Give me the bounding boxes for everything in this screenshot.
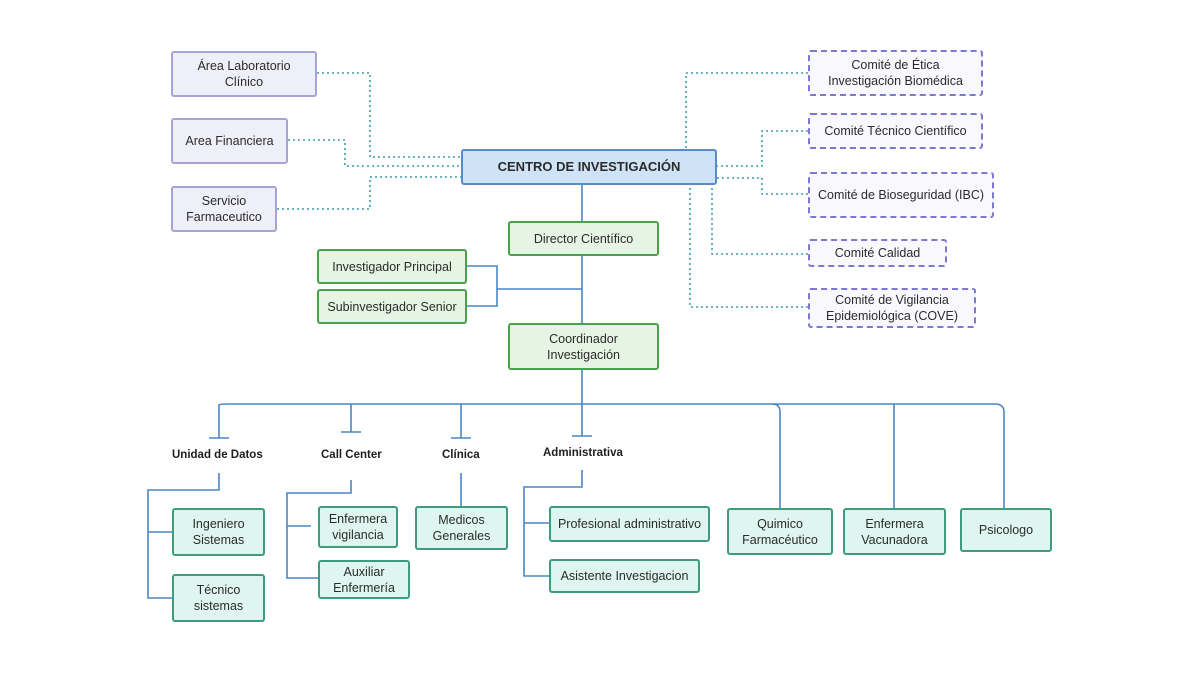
comite-vigilancia-box: Comité de Vigilancia Epidemiológica (COV…	[808, 288, 976, 328]
tree-unidad	[147, 473, 220, 599]
connector-calidad	[711, 185, 808, 255]
comite-bioseguridad-box: Comité de Bioseguridad (IBC)	[808, 172, 994, 218]
tree-admin	[523, 470, 583, 577]
enfermera-vigilancia-box: Enfermera vigilancia	[318, 506, 398, 548]
centro-investigacion-box: CENTRO DE INVESTIGACIÓN	[461, 149, 717, 185]
dotted-connectors	[277, 72, 808, 308]
connector-finanzas	[288, 139, 462, 167]
director-cientifico-box: Director Científico	[508, 221, 659, 256]
connector-tecnico	[716, 130, 808, 167]
enfermera-vacunadora-box: Enfermera Vacunadora	[843, 508, 946, 555]
asistente-investigacion-box: Asistente Investigacion	[549, 559, 700, 593]
area-label-clinica: Clínica	[442, 449, 480, 461]
connector-bioseg	[716, 177, 808, 195]
bracket-investigators	[467, 265, 582, 307]
connector-lab	[317, 72, 462, 158]
quimico-farmaceutico-box: Quimico Farmacéutico	[727, 508, 833, 555]
medicos-generales-box: Medicos Generales	[415, 506, 508, 550]
investigador-principal-box: Investigador Principal	[317, 249, 467, 284]
profesional-administrativo-box: Profesional administrativo	[549, 506, 710, 542]
servicio-farmaceutico-box: Servicio Farmaceutico	[171, 186, 277, 232]
comite-calidad-box: Comité Calidad	[808, 239, 947, 267]
area-label-administrativa: Administrativa	[543, 447, 623, 459]
tecnico-sistemas-box: Técnico sistemas	[172, 574, 265, 622]
coordinador-investigacion-box: Coordinador Investigación	[508, 323, 659, 370]
connector-farmacia	[277, 176, 462, 210]
horizontal-bus	[218, 403, 1005, 413]
psicologo-box: Psicologo	[960, 508, 1052, 552]
area-laboratorio-box: Área Laboratorio Clínico	[171, 51, 317, 97]
connector-cove	[689, 185, 808, 308]
area-label-call-center: Call Center	[321, 449, 382, 461]
area-label-unidad-datos: Unidad de Datos	[172, 449, 263, 461]
connector-etica	[685, 72, 808, 150]
tree-call	[286, 480, 352, 579]
drop-quimico	[771, 403, 781, 508]
area-financiera-box: Area Financiera	[171, 118, 288, 164]
subinvestigador-senior-box: Subinvestigador Senior	[317, 289, 467, 324]
ingeniero-sistemas-box: Ingeniero Sistemas	[172, 508, 265, 556]
solid-connectors	[147, 185, 1005, 599]
comite-etica-box: Comité de Ética Investigación Biomédica	[808, 50, 983, 96]
comite-tecnico-box: Comité Técnico Científico	[808, 113, 983, 149]
auxiliar-enfermeria-box: Auxiliar Enfermería	[318, 560, 410, 599]
